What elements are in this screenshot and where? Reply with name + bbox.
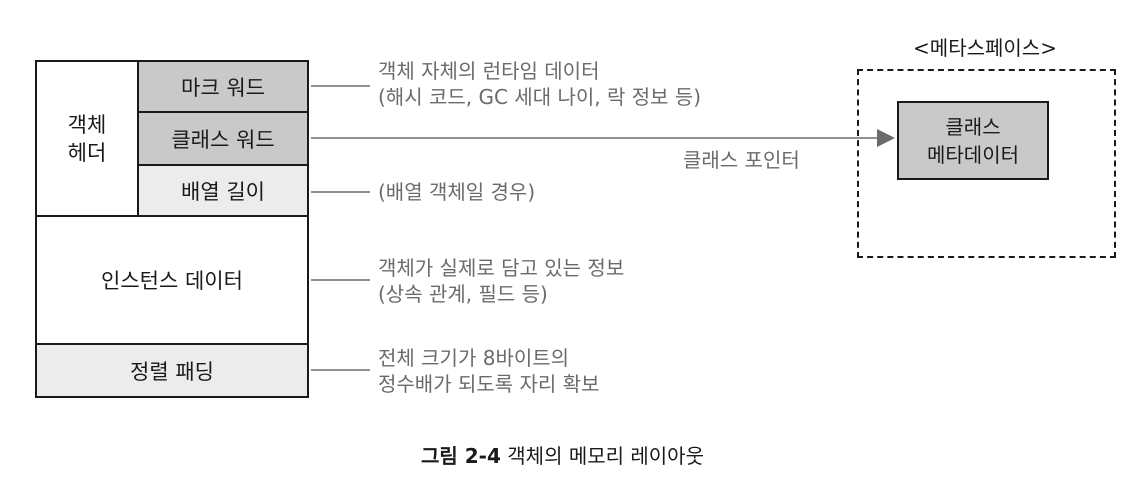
- padding-note-line2: 정수배가 되도록 자리 확보: [378, 372, 600, 396]
- mark-word-label: 마크 워드: [181, 75, 265, 100]
- class-metadata-box: 클래스 메타데이터: [897, 101, 1049, 180]
- figure-number: 그림 2-4: [421, 444, 501, 468]
- object-header-label-line1: 객체: [67, 112, 107, 137]
- mark-word-note: 객체 자체의 런타임 데이터 (해시 코드, GC 세대 나이, 락 정보 등): [378, 58, 701, 110]
- object-header-label-line2: 헤더: [67, 140, 107, 165]
- padding-note: 전체 크기가 8바이트의 정수배가 되도록 자리 확보: [378, 345, 599, 397]
- figure-title: 객체의 메모리 레이아웃: [507, 444, 704, 468]
- class-metadata-line1: 클래스: [945, 114, 1001, 139]
- array-length-note: (배열 객체일 경우): [378, 179, 535, 205]
- instance-data-label: 인스턴스 데이터: [101, 269, 243, 293]
- class-word-cell: 클래스 워드: [137, 111, 309, 166]
- class-pointer-label: 클래스 포인터: [683, 148, 800, 172]
- class-word-label: 클래스 워드: [171, 127, 275, 152]
- padding-note-line1: 전체 크기가 8바이트의: [378, 346, 570, 370]
- mark-word-note-line2: (해시 코드, GC 세대 나이, 락 정보 등): [378, 85, 702, 109]
- class-metadata-line2: 메타데이터: [927, 142, 1019, 167]
- metaspace-region: [857, 69, 1116, 258]
- array-length-note-text: (배열 객체일 경우): [378, 180, 536, 204]
- array-length-cell: 배열 길이: [137, 164, 309, 217]
- instance-data-note-line1: 객체가 실제로 담고 있는 정보: [378, 256, 625, 280]
- instance-data-note-line2: (상속 관계, 필드 등): [378, 282, 548, 306]
- instance-data-note: 객체가 실제로 담고 있는 정보 (상속 관계, 필드 등): [378, 255, 624, 307]
- alignment-padding-label: 정렬 패딩: [130, 359, 214, 384]
- figure-caption: 그림 2-4 객체의 메모리 레이아웃: [0, 440, 1125, 469]
- class-pointer-note: 클래스 포인터: [683, 147, 800, 173]
- array-length-label: 배열 길이: [181, 179, 265, 204]
- mark-word-note-line1: 객체 자체의 런타임 데이터: [378, 59, 600, 83]
- alignment-padding-cell: 정렬 패딩: [35, 343, 309, 398]
- metaspace-title: <메타스페이스>: [913, 36, 1057, 60]
